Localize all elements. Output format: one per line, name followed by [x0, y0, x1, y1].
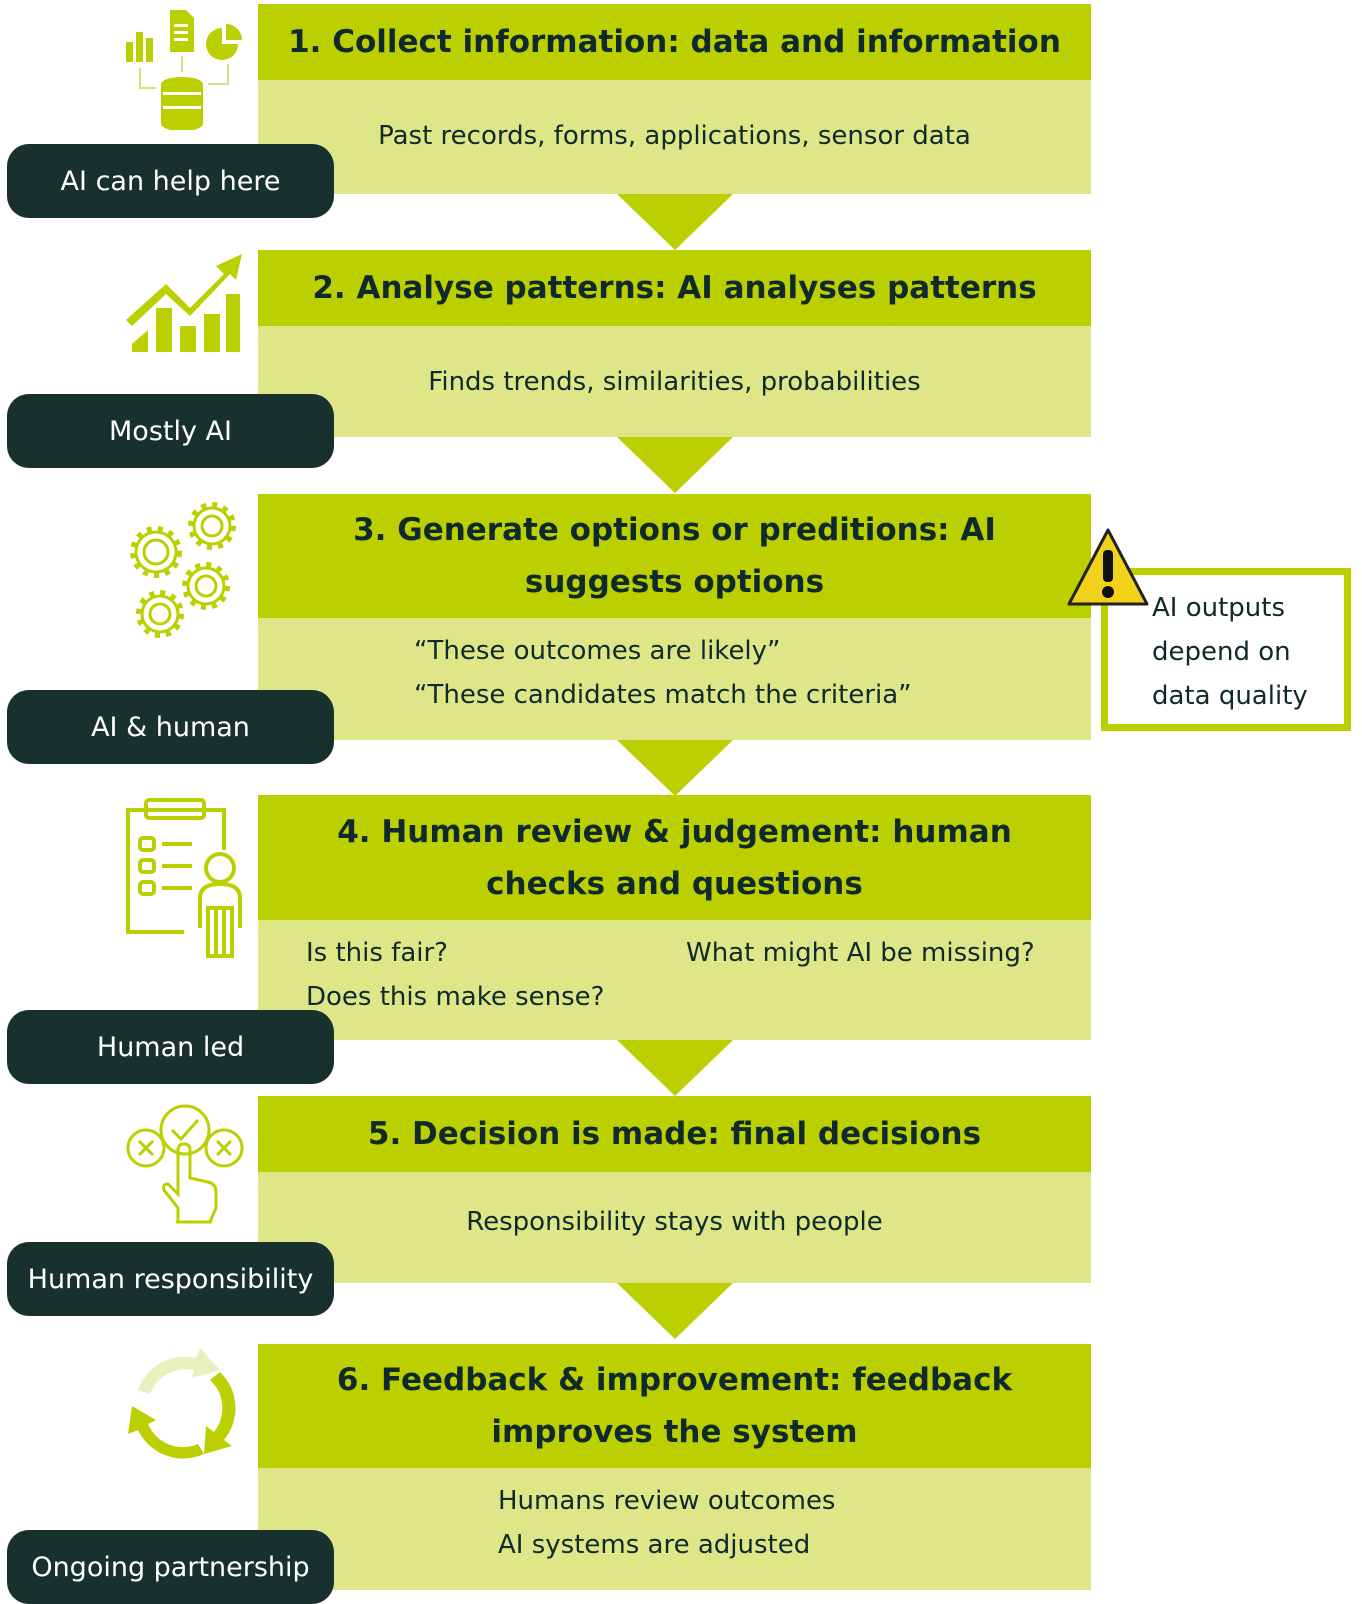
warning-text: AI outputs depend on data quality: [1152, 593, 1308, 711]
step-1-body: Past records, forms, applications, senso…: [258, 80, 1091, 194]
data-collection-icon: [126, 10, 242, 130]
down-arrow: [617, 1040, 733, 1096]
down-arrow: [617, 194, 733, 250]
step-3-body: “These outcomes are likely” “These candi…: [258, 618, 1091, 740]
clipboard-person-icon: [126, 798, 242, 958]
step-6-body: Humans review outcomes AI systems are ad…: [258, 1468, 1091, 1590]
down-arrow: [617, 437, 733, 493]
step-3-tag: AI & human: [7, 690, 334, 764]
step-1-header: 1. Collect information: data and informa…: [258, 4, 1091, 80]
step-5-body: Responsibility stays with people: [258, 1172, 1091, 1283]
decision-hand-icon: [126, 1104, 244, 1224]
down-arrow: [617, 740, 733, 796]
step-4-body: Is this fair? What might AI be missing? …: [258, 920, 1091, 1040]
step-4-tag: Human led: [7, 1010, 334, 1084]
cycle-arrows-icon: [128, 1348, 236, 1459]
step-6-tag: Ongoing partnership: [7, 1530, 334, 1604]
step-5-tag: Human responsibility: [7, 1242, 334, 1316]
warning-triangle-icon: [1067, 528, 1149, 606]
step-2-body: Finds trends, similarities, probabilitie…: [258, 326, 1091, 437]
step-2-tag: Mostly AI: [7, 394, 334, 468]
step-1-tag: AI can help here: [7, 144, 334, 218]
down-arrow: [617, 1283, 733, 1339]
gears-icon: [130, 502, 236, 638]
step-5-header: 5. Decision is made: final decisions: [258, 1096, 1091, 1172]
step-2-header: 2. Analyse patterns: AI analyses pattern…: [258, 250, 1091, 326]
trend-chart-icon: [126, 254, 242, 352]
